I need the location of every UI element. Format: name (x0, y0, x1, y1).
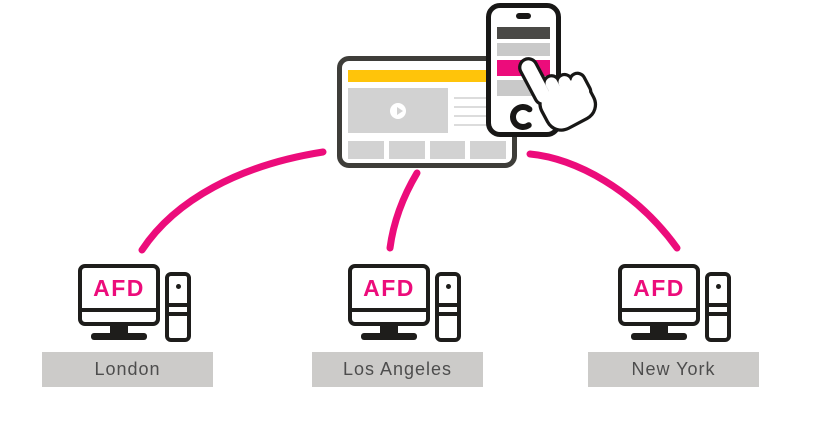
power-button-icon (175, 284, 181, 289)
monitor-base (91, 333, 147, 340)
power-button-icon (715, 284, 721, 289)
pc-tower-icon (165, 272, 191, 342)
phone-screen (497, 27, 550, 96)
connection-arc-new-york (526, 150, 681, 252)
edge-node-london: AFD (78, 264, 191, 342)
location-label-new-york: New York (588, 352, 759, 387)
tower-slot (169, 303, 187, 307)
play-triangle-icon (396, 106, 403, 115)
tower-slot (439, 303, 457, 307)
thumbnail-placeholder (470, 141, 506, 159)
pc-tower-icon (705, 272, 731, 342)
monitor-icon: AFD (348, 264, 430, 326)
monitor-stand (110, 326, 128, 334)
thumbnail-placeholder (429, 141, 466, 159)
phone-content-bar (497, 80, 550, 96)
tablet-screen (348, 67, 506, 159)
edge-node-los-angeles: AFD (348, 264, 461, 342)
afd-screen-label: AFD (633, 274, 685, 301)
location-label-london: London (42, 352, 213, 387)
phone-content-bar (497, 43, 550, 56)
monitor-base (361, 333, 417, 340)
phone-speaker-icon (516, 13, 531, 19)
smartphone-icon (486, 3, 561, 137)
monitor-bezel (622, 308, 696, 312)
thumbnail-placeholder (348, 141, 384, 159)
text-line (454, 115, 506, 117)
monitor-bezel (82, 308, 156, 312)
tablet-content-row (348, 88, 506, 133)
text-line (454, 97, 506, 99)
thumbnail-row (348, 141, 506, 159)
tablet-header-bar (348, 70, 506, 82)
play-icon (390, 102, 406, 119)
phone-header-bar (497, 27, 550, 39)
connection-arc-los-angeles (386, 169, 421, 252)
tower-slot (709, 303, 727, 307)
tower-slot (169, 312, 187, 316)
afd-screen-label: AFD (363, 274, 415, 301)
text-lines-placeholder (454, 88, 506, 133)
monitor-icon: AFD (78, 264, 160, 326)
text-line (454, 124, 506, 126)
location-label-los-angeles: Los Angeles (312, 352, 483, 387)
connection-arc-london (138, 148, 327, 254)
phone-highlight-bar (497, 60, 550, 76)
power-button-icon (445, 284, 451, 289)
monitor-icon: AFD (618, 264, 700, 326)
monitor-base (631, 333, 687, 340)
video-placeholder (348, 88, 448, 133)
monitor-stand (650, 326, 668, 334)
thumbnail-placeholder (388, 141, 425, 159)
edge-node-new-york: AFD (618, 264, 731, 342)
tower-slot (709, 312, 727, 316)
text-line (454, 106, 506, 108)
pc-tower-icon (435, 272, 461, 342)
tower-slot (439, 312, 457, 316)
afd-screen-label: AFD (93, 274, 145, 301)
monitor-bezel (352, 308, 426, 312)
monitor-stand (380, 326, 398, 334)
